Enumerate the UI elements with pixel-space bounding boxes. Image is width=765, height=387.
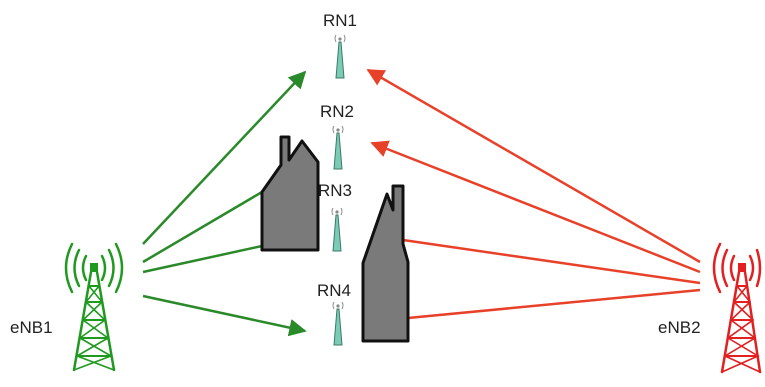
rn1-label: RN1	[323, 11, 357, 30]
link-enb1-rn2-blocked	[142, 190, 263, 264]
enb1-tower	[64, 242, 124, 372]
enb2-tower	[712, 242, 762, 374]
relay-node-rn4: RN4	[317, 281, 351, 346]
link-enb1-rn4	[142, 294, 307, 337]
building-icon	[361, 184, 410, 343]
relay-node-rn1: RN1	[323, 11, 357, 79]
relay-node-rn2: RN2	[320, 102, 354, 170]
relay-antenna-icon	[332, 125, 344, 170]
link-enb2-rn3-blocked	[402, 238, 701, 285]
rn3-label: RN3	[318, 181, 352, 200]
enb1-links	[142, 70, 307, 337]
building-icon	[260, 135, 320, 252]
link-enb2-rn4-blocked	[407, 288, 701, 320]
relay-antenna-icon	[332, 301, 344, 346]
enb1-label: eNB1	[10, 318, 53, 337]
cell-tower-icon	[712, 242, 762, 374]
link-enb1-rn3-blocked	[142, 244, 263, 274]
link-enb2-rn1	[366, 68, 701, 264]
link-enb2-rn2	[370, 140, 701, 274]
rn2-label: RN2	[320, 102, 354, 121]
enb2-label: eNB2	[658, 318, 701, 337]
relay-node-rn3: RN3	[318, 181, 352, 252]
enb2-links	[366, 68, 701, 320]
link-enb1-rn1	[142, 70, 307, 245]
rn4-label: RN4	[317, 281, 351, 300]
relay-antenna-icon	[331, 207, 343, 252]
cell-tower-icon	[64, 242, 124, 372]
relay-antenna-icon	[334, 34, 346, 79]
